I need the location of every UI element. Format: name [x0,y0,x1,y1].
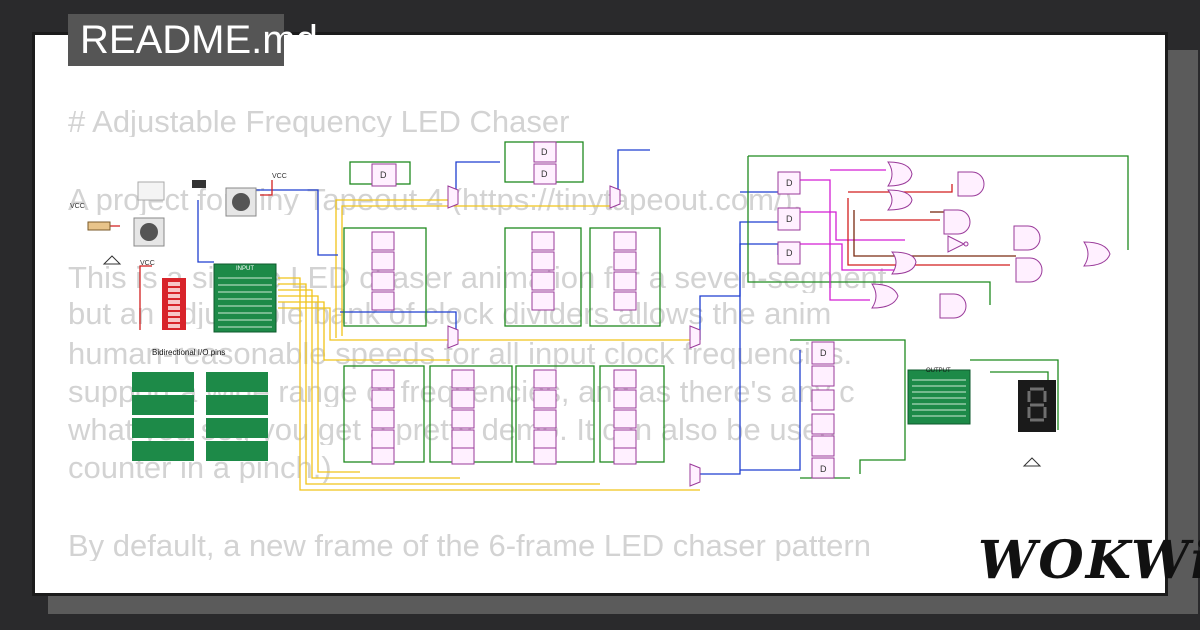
brown-logic-wires [853,210,1016,257]
dff-label: D [541,147,548,157]
power-symbols: VCC VCC VCC [70,173,1042,467]
blue-clock-wires [197,149,801,475]
push-button-1-cap [140,223,158,241]
ground-symbol [102,255,122,265]
magenta-logic-wires [800,169,905,301]
readme-tab[interactable]: README.md [68,14,318,66]
vcc-label: VCC [70,203,85,210]
readme-line: By default, a new frame of the 6-frame L… [68,530,871,561]
vcc-label: VCC [272,173,287,180]
readme-line: This is a simple LED chaser animation fo… [68,262,887,293]
bidir-io-chips [132,372,268,461]
dff-label: D [786,178,793,188]
multiplexers [447,185,701,487]
wokwi-logo: WOKWi [978,530,1200,591]
readme-line: human-reasonable speeds for all input cl… [68,338,853,369]
readme-heading: # Adjustable Frequency LED Chaser [68,106,570,137]
logic-gates [871,161,1111,319]
input-block-label: INPUT [236,266,254,272]
clock-source [137,181,165,201]
input-block [213,263,277,333]
output-block-label: OUTPUT [926,368,951,374]
output-block [907,369,971,425]
yellow-bus-wires [278,199,700,491]
dff-label: D [786,248,793,258]
slide-switch [192,180,206,188]
dff-label: D [786,214,793,224]
dff-label: D [541,169,548,179]
ground-symbol [1022,457,1042,467]
dff-label: D [380,170,387,180]
vcc-label: VCC [140,260,155,267]
dff-label: D [820,464,827,474]
readme-line: counter in a pinch.) [68,452,332,483]
bidir-label: Bidirectional I/O pins [152,348,225,357]
push-button-2-cap [232,193,250,211]
resistor [87,221,111,231]
dff-label: D [820,348,827,358]
readme-line: but an adjustable bank of clock dividers… [68,298,832,329]
flip-flop-array [371,141,835,479]
